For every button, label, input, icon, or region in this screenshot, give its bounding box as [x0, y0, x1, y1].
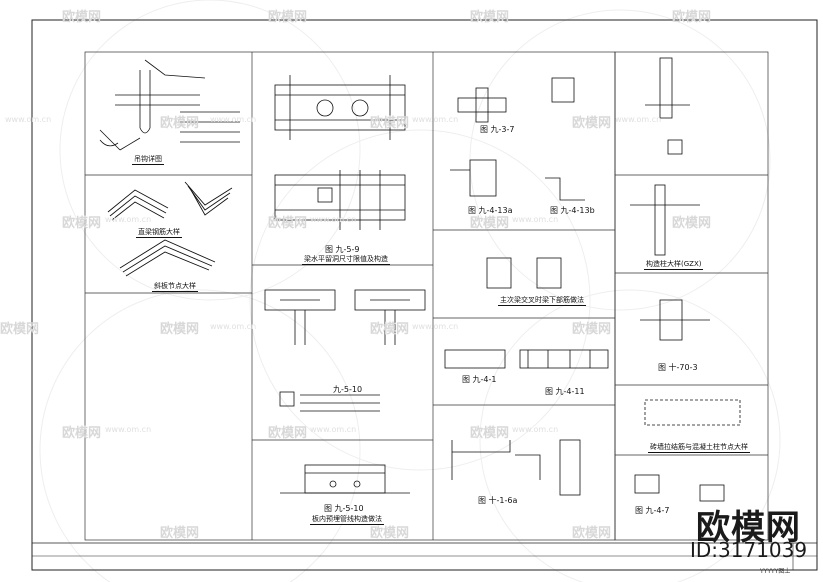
watermark-text: 欧模网: [0, 322, 40, 337]
watermark-url: www.om.cn: [412, 115, 459, 124]
watermark-url: www.om.cn: [105, 215, 152, 224]
watermark-text: 欧模网: [62, 216, 102, 231]
watermark-text: 欧模网: [370, 526, 410, 541]
caption-fig-9-4-11: 图 九-4-11: [545, 387, 585, 396]
watermark-text: 欧模网: [160, 322, 200, 337]
caption-fig-9-4-13a: 图 九-4-13a: [468, 206, 513, 215]
watermark-url: www.om.cn: [105, 425, 152, 434]
watermark-text: 欧模网: [160, 116, 200, 131]
watermark-url: www.om.cn: [210, 322, 257, 331]
watermark-text: 欧模网: [572, 116, 612, 131]
caption-straight-bar: 直梁钢筋大样: [136, 228, 182, 238]
watermark-url: www.om.cn: [310, 215, 357, 224]
caption-slab-conduit: 板内预埋管线构造做法: [310, 515, 384, 525]
caption-fig-9-3-7: 图 九-3-7: [480, 125, 515, 134]
detail-bent-bar: [107, 181, 233, 277]
watermark-text: 欧模网: [470, 426, 510, 441]
caption-9-5-10: 九-5-10: [333, 385, 363, 394]
watermark-url: www.om.cn: [512, 425, 559, 434]
caption-fig-10-70-3: 图 十-70-3: [658, 363, 698, 372]
watermark-text: 欧模网: [268, 10, 308, 25]
watermark-url: www.om.cn: [512, 215, 559, 224]
caption-hook-detail: 吊钩详图: [132, 155, 164, 165]
title-block-text: YYYYY图上: [760, 568, 791, 575]
watermark-text: 欧模网: [268, 426, 308, 441]
watermark-url: www.om.cn: [210, 115, 257, 124]
watermark-url: www.om.cn: [5, 115, 52, 124]
watermark-text: 欧模网: [672, 10, 712, 25]
model-id: ID:3171039: [690, 538, 808, 562]
caption-fig-9-5-9: 图 九-5-9: [325, 245, 360, 254]
caption-beam-cross: 主次梁交叉时梁下部筋做法: [498, 296, 586, 306]
watermark-text: 欧模网: [160, 526, 200, 541]
outer-border: [31, 19, 818, 571]
caption-fig-9-4-1: 图 九-4-1: [462, 375, 497, 384]
watermark-text: 欧模网: [572, 526, 612, 541]
detail-beam-hole: [274, 75, 406, 230]
caption-fig-9-4-7: 图 九-4-7: [635, 506, 670, 515]
caption-fig-10-1-6a: 图 十-1-6a: [478, 496, 518, 505]
caption-beam-hole: 梁水平留洞尺寸限值及构造: [302, 255, 390, 265]
watermark-url: www.om.cn: [310, 425, 357, 434]
watermark-text: 欧模网: [268, 216, 308, 231]
brand-logo: 欧模网: [696, 508, 801, 548]
caption-gzx: 构造柱大样(GZX): [644, 260, 704, 270]
caption-slab-joint: 斜板节点大样: [152, 282, 198, 292]
watermark-text: 欧模网: [370, 116, 410, 131]
watermark-text: 欧模网: [62, 426, 102, 441]
watermark-text: 欧模网: [62, 10, 102, 25]
watermark-url: www.om.cn: [412, 322, 459, 331]
watermark-url: www.om.cn: [615, 115, 662, 124]
watermark-text: 欧模网: [370, 322, 410, 337]
detail-slab-conduit: [280, 464, 410, 494]
watermark-text: 欧模网: [470, 216, 510, 231]
watermark-text: 欧模网: [672, 216, 712, 231]
detail-hook: [99, 59, 240, 151]
caption-wall-column: 砖墙拉结筋与混凝土柱节点大样: [648, 443, 750, 453]
caption-fig-9-4-13b: 图 九-4-13b: [550, 206, 595, 215]
caption-fig-9-5-10: 图 九-5-10: [324, 504, 364, 513]
panel-grid: [84, 51, 769, 541]
detail-right-col: [444, 77, 609, 496]
watermark-arcs: [39, 0, 781, 582]
detail-wall-opening: [264, 289, 426, 412]
watermark-text: 欧模网: [572, 322, 612, 337]
detail-far-right: [630, 57, 741, 502]
watermark-text: 欧模网: [470, 10, 510, 25]
